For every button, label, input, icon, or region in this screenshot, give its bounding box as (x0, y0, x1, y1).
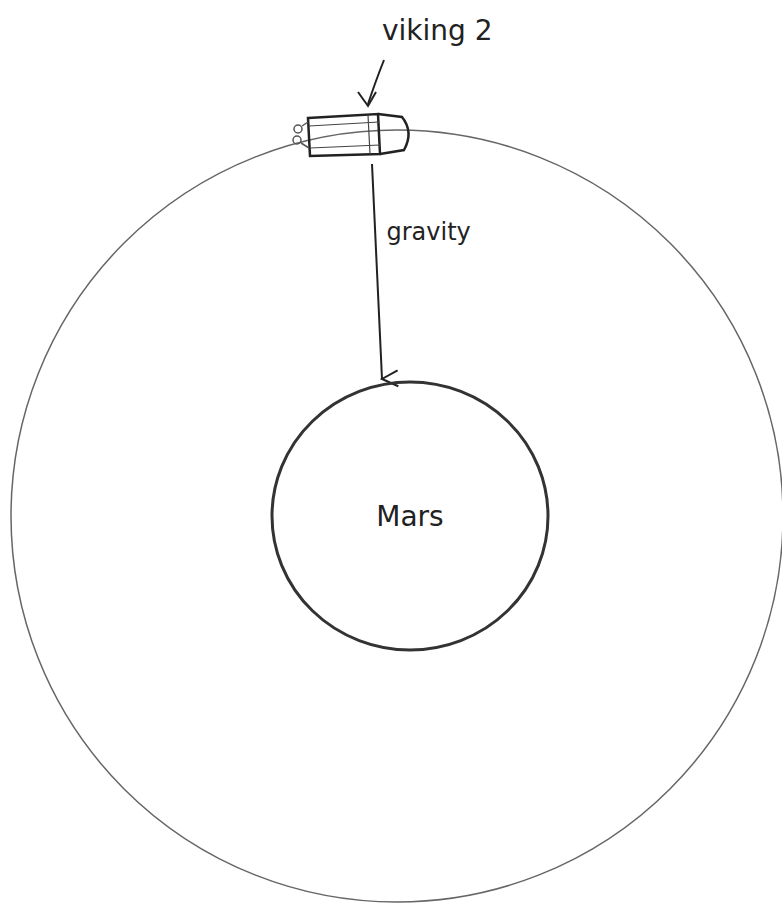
spacecraft-symbol (293, 60, 409, 156)
spacecraft-label: viking 2 (382, 14, 493, 47)
spacecraft-body (308, 114, 380, 156)
spacecraft-nose (378, 114, 409, 154)
planet-label: Mars (376, 500, 443, 533)
leader-arrow-head (358, 92, 376, 106)
planet-circle: Mars (270, 380, 550, 652)
thruster-mount (301, 122, 309, 148)
spacecraft-stripe (309, 115, 380, 154)
orbit-circle (11, 130, 782, 902)
spacecraft-node: viking 2 (280, 10, 530, 162)
thruster (294, 125, 302, 133)
leader-arrow (368, 60, 384, 104)
force-arrow (372, 164, 382, 379)
planet-outline (272, 382, 548, 650)
thruster (293, 136, 301, 144)
force-label: gravity (385, 218, 473, 246)
